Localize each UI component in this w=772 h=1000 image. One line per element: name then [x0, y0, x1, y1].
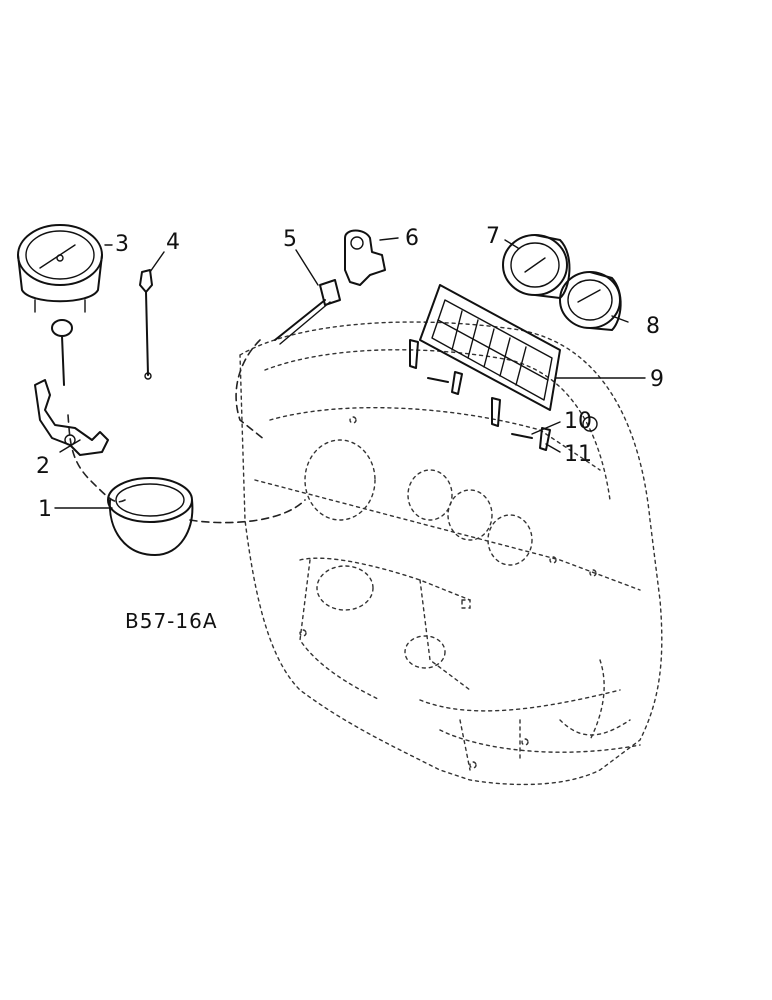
sender-wire-part [139, 269, 153, 380]
tachometer-part [17, 224, 103, 386]
gauge-8-part [559, 271, 622, 331]
leader-lines [54, 237, 646, 509]
callouts: 1 2 3 4 5 6 7 8 9 10 11 [36, 224, 664, 522]
routing-lines [67, 339, 306, 524]
mounting-bracket-part [34, 379, 109, 456]
callout-8: 8 [646, 314, 660, 339]
callout-4: 4 [166, 230, 180, 255]
callout-3: 3 [115, 232, 129, 257]
callout-5: 5 [283, 227, 297, 252]
panel-hardware [409, 339, 551, 451]
callout-9: 9 [650, 367, 664, 392]
figure-code: B57-16A [125, 609, 218, 633]
warning-panel-part [419, 284, 561, 411]
dashboard-housing [239, 321, 663, 786]
callout-2: 2 [36, 454, 50, 479]
screw-part [511, 433, 533, 439]
callout-11: 11 [564, 442, 592, 467]
callout-6: 6 [405, 226, 419, 251]
callout-1: 1 [38, 497, 52, 522]
callout-10-ring [582, 416, 598, 432]
callout-7: 7 [486, 224, 500, 249]
clip-part [539, 427, 551, 451]
drive-cable-part [274, 279, 341, 345]
angle-drive-part [344, 229, 386, 286]
trim-bezel-part [107, 477, 194, 556]
